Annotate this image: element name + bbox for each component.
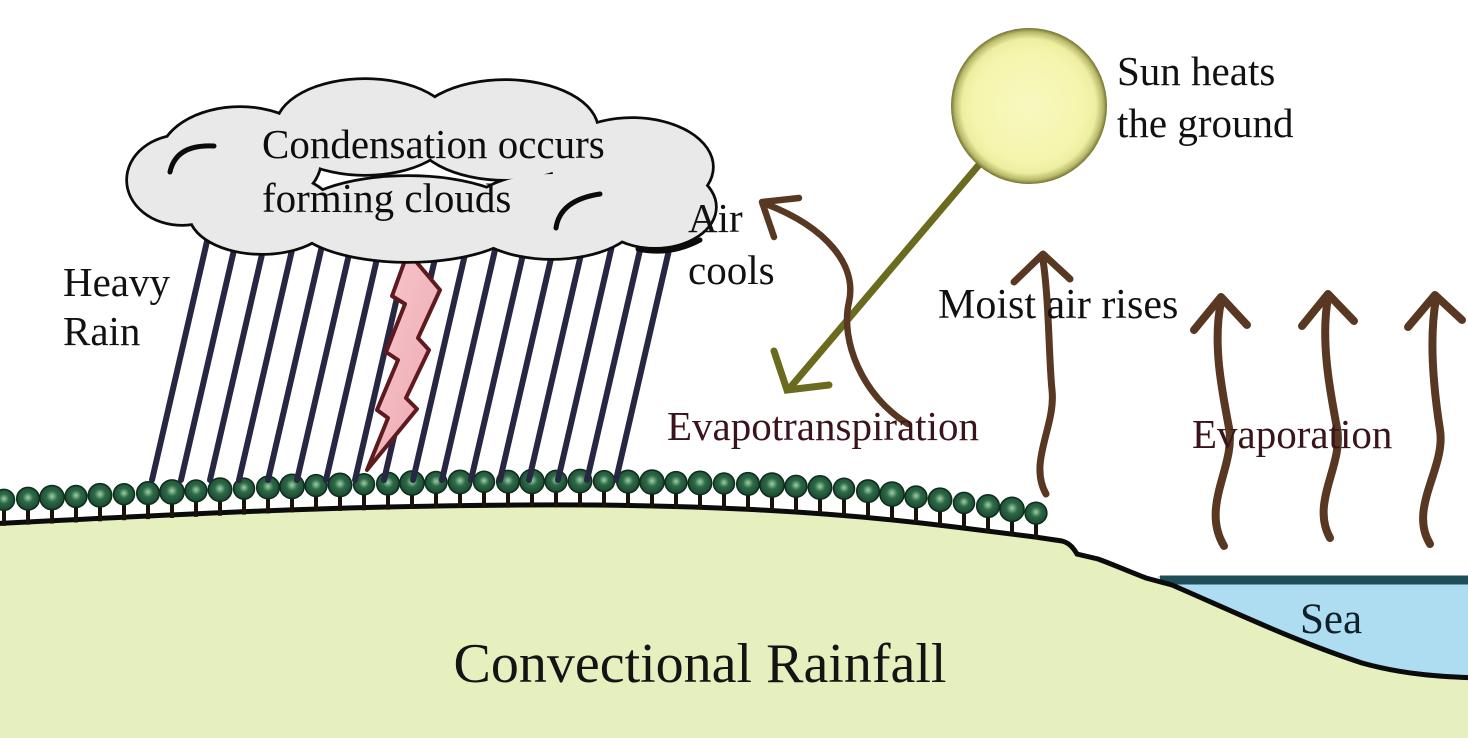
rain-line [323,234,385,483]
tree [472,470,496,508]
sea-label: Sea [1300,596,1362,643]
tree [615,469,641,508]
tree [832,477,856,515]
tree [687,470,713,509]
tree [712,472,736,510]
tree [759,472,785,512]
rain-line [178,234,240,483]
moist-air-rises-label: Moist air rises [938,282,1178,328]
rain-line [468,234,530,483]
diagram-title: Convectional Rainfall [454,633,947,695]
tree [39,484,65,524]
rain-line [410,234,472,483]
sun-icon [951,28,1107,184]
rain-line [613,234,675,483]
rain-line [526,234,588,483]
rain-line [584,234,646,483]
evaporation-arrow-2 [1298,290,1358,542]
rain-line [265,234,327,483]
tree [784,474,808,513]
rain-line [555,234,617,483]
tree [184,479,208,517]
rain-line [439,234,501,483]
tree [927,487,953,526]
tree [447,469,473,508]
evaporation-label: Evaporation [1192,411,1392,457]
tree [399,470,425,510]
tree [64,484,88,523]
rain-line [207,234,269,483]
sun-ray-arrow [770,136,1004,394]
cloud-label-line2: forming clouds [262,175,511,221]
rain-line [294,234,356,483]
rain-line [236,234,298,483]
evaporation-arrow-1 [1190,293,1251,550]
tree-row [0,468,1048,540]
tree [0,488,16,526]
evaporation-arrows [1190,290,1466,550]
sea-fill [1158,576,1468,678]
lightning-bolt-icon [365,250,442,472]
air-cools-label-line2: cools [688,247,775,293]
tree [1024,501,1048,540]
evapotranspiration-label: Evapotranspiration [667,403,979,449]
tree [87,482,113,522]
moist-air-arrow [1010,250,1074,498]
tree [807,475,833,514]
ground-land [0,502,1468,738]
sea-water [1158,575,1468,678]
sun-heats-label-line2: the ground [1117,100,1294,146]
tree [664,470,688,509]
tree [255,475,281,514]
rain-line [149,234,211,483]
evaporation-arrow-3 [1404,291,1466,548]
cloud-label-line1: Condensation occurs [262,121,605,167]
tree [855,479,881,518]
tree [159,479,185,518]
heavy-rain-label-line2: Rain [63,308,140,354]
tree [304,473,328,512]
air-cools-label-line1: Air [688,195,743,241]
tree [999,496,1025,536]
tree [207,477,233,516]
tree [879,481,905,521]
rain-line [497,234,559,483]
tree [639,469,665,509]
sun-heats-label-line1: Sun heats [1117,48,1275,94]
cloud-sketch-details [167,143,703,254]
air-cools-arrow [758,194,912,428]
tree [952,491,976,529]
tree [352,473,376,511]
tree [327,472,353,511]
tree [904,485,928,523]
tree [112,482,136,521]
tree [975,494,1001,533]
cloud: Condensation occurs forming clouds [125,77,718,264]
heavy-rain-label-line1: Heavy [63,259,171,305]
tree [232,477,256,515]
